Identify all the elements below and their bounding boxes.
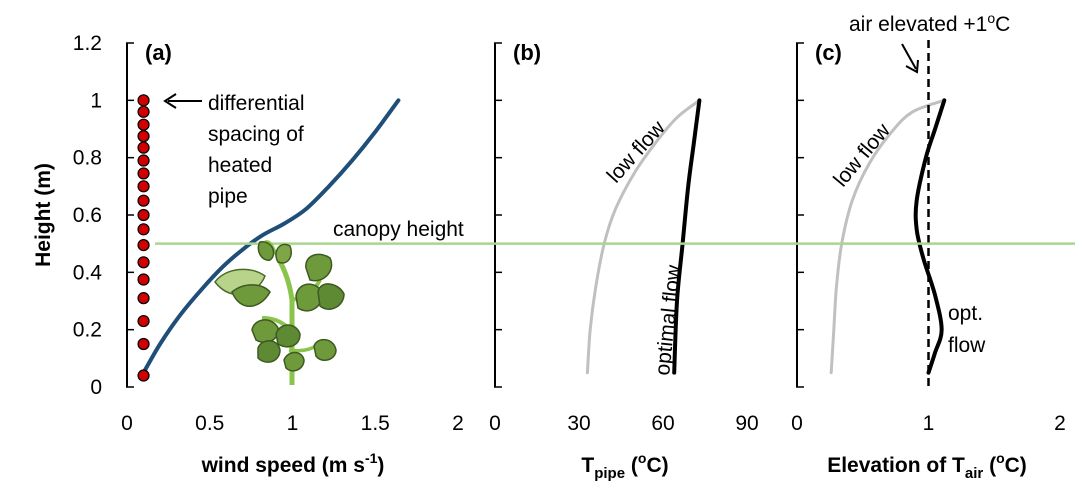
x-axis-label-a: wind speed (m s-1) bbox=[201, 450, 385, 477]
x-axis-label-c: Elevation of Tair (oC) bbox=[827, 450, 1027, 482]
low-flow-label-c: low flow bbox=[829, 119, 895, 192]
series-line bbox=[672, 98, 702, 375]
opt-flow-label-line-2: flow bbox=[948, 334, 986, 357]
pipe-annotation-line-2: spacing of bbox=[208, 123, 304, 146]
x-tick-label: 0.5 bbox=[195, 412, 224, 435]
canopy-height-label: canopy height bbox=[333, 218, 464, 241]
x-tick-label: 2 bbox=[452, 412, 464, 435]
low-flow-label-b: low flow bbox=[603, 116, 671, 188]
x-axis-label-b: Tpipe (oC) bbox=[581, 450, 668, 482]
pipe-point bbox=[137, 273, 150, 286]
pipe-point bbox=[137, 337, 150, 351]
axes: 0 0.5 1 1.5 2 (a) 0 30 60 90 (b) 0 1 2 (c) bbox=[121, 40, 1066, 435]
plant-illustration bbox=[214, 240, 345, 385]
pipe-annotation-line-1: differential bbox=[208, 92, 305, 115]
x-tick-label: 0 bbox=[121, 412, 133, 435]
optimal-flow-label: optimal flow bbox=[651, 263, 686, 377]
panel-label: (a) bbox=[145, 40, 172, 65]
x-tick-label: 90 bbox=[735, 412, 758, 435]
pipe-annotation-line-3: heated bbox=[208, 154, 272, 177]
y-tick-label: 1 bbox=[90, 89, 102, 112]
y-tick-label: 0.8 bbox=[73, 147, 102, 170]
pipe-point bbox=[137, 369, 150, 382]
pipe-point bbox=[137, 167, 150, 180]
pipe-point bbox=[137, 94, 150, 107]
series-line bbox=[913, 98, 947, 375]
panel-label: (c) bbox=[815, 40, 842, 65]
x-tick-label: 0 bbox=[489, 412, 501, 435]
panel-a: 0 0.5 1 1.5 2 (a) bbox=[121, 40, 464, 435]
panel-label: (b) bbox=[513, 40, 541, 65]
x-tick-label: 1 bbox=[923, 412, 935, 435]
pipe-point bbox=[137, 292, 150, 305]
y-tick-labels: 0 0.2 0.4 0.6 0.8 1 1.2 bbox=[73, 32, 103, 399]
series-line bbox=[585, 98, 701, 375]
pipe-point bbox=[137, 194, 150, 207]
pipe-point bbox=[137, 208, 150, 222]
pipe-point bbox=[137, 105, 150, 118]
y-tick-label: 0.2 bbox=[73, 319, 102, 342]
air-elevated-annotation: air elevated +1oC bbox=[849, 10, 1010, 74]
x-tick-label: 1 bbox=[287, 412, 299, 435]
series-line bbox=[829, 98, 946, 375]
x-tick-label: 1.5 bbox=[361, 412, 390, 435]
pipe-annotation-line-4: pipe bbox=[208, 185, 248, 208]
x-tick-label: 30 bbox=[567, 412, 590, 435]
pipe-point bbox=[137, 130, 150, 143]
x-tick-label: 60 bbox=[651, 412, 674, 435]
air-elevated-label: air elevated +1oC bbox=[849, 10, 1010, 36]
y-axis-label: Height (m) bbox=[32, 163, 55, 267]
pipe-point bbox=[137, 154, 150, 167]
series-line bbox=[141, 98, 401, 375]
panel-c: 0 1 2 (c) bbox=[791, 40, 1066, 435]
x-tick-label: 2 bbox=[1054, 412, 1066, 435]
y-tick-label: 0.4 bbox=[73, 261, 103, 284]
opt-flow-label-line-1: opt. bbox=[948, 302, 983, 325]
pipe-point bbox=[137, 223, 150, 236]
pipe-point bbox=[137, 180, 150, 193]
pipe-point bbox=[137, 314, 150, 328]
pipe-point bbox=[137, 239, 150, 252]
y-tick-label: 0.6 bbox=[73, 204, 102, 227]
pipe-point bbox=[137, 118, 150, 131]
pipe-point bbox=[137, 256, 150, 269]
pipe-annotation: differential spacing of heated pipe bbox=[163, 92, 305, 208]
y-tick-label: 1.2 bbox=[73, 32, 102, 55]
panel-b: 0 30 60 90 (b) bbox=[489, 40, 759, 435]
pipe-point bbox=[137, 141, 150, 154]
y-tick-label: 0 bbox=[90, 376, 102, 399]
x-tick-label: 0 bbox=[791, 412, 803, 435]
